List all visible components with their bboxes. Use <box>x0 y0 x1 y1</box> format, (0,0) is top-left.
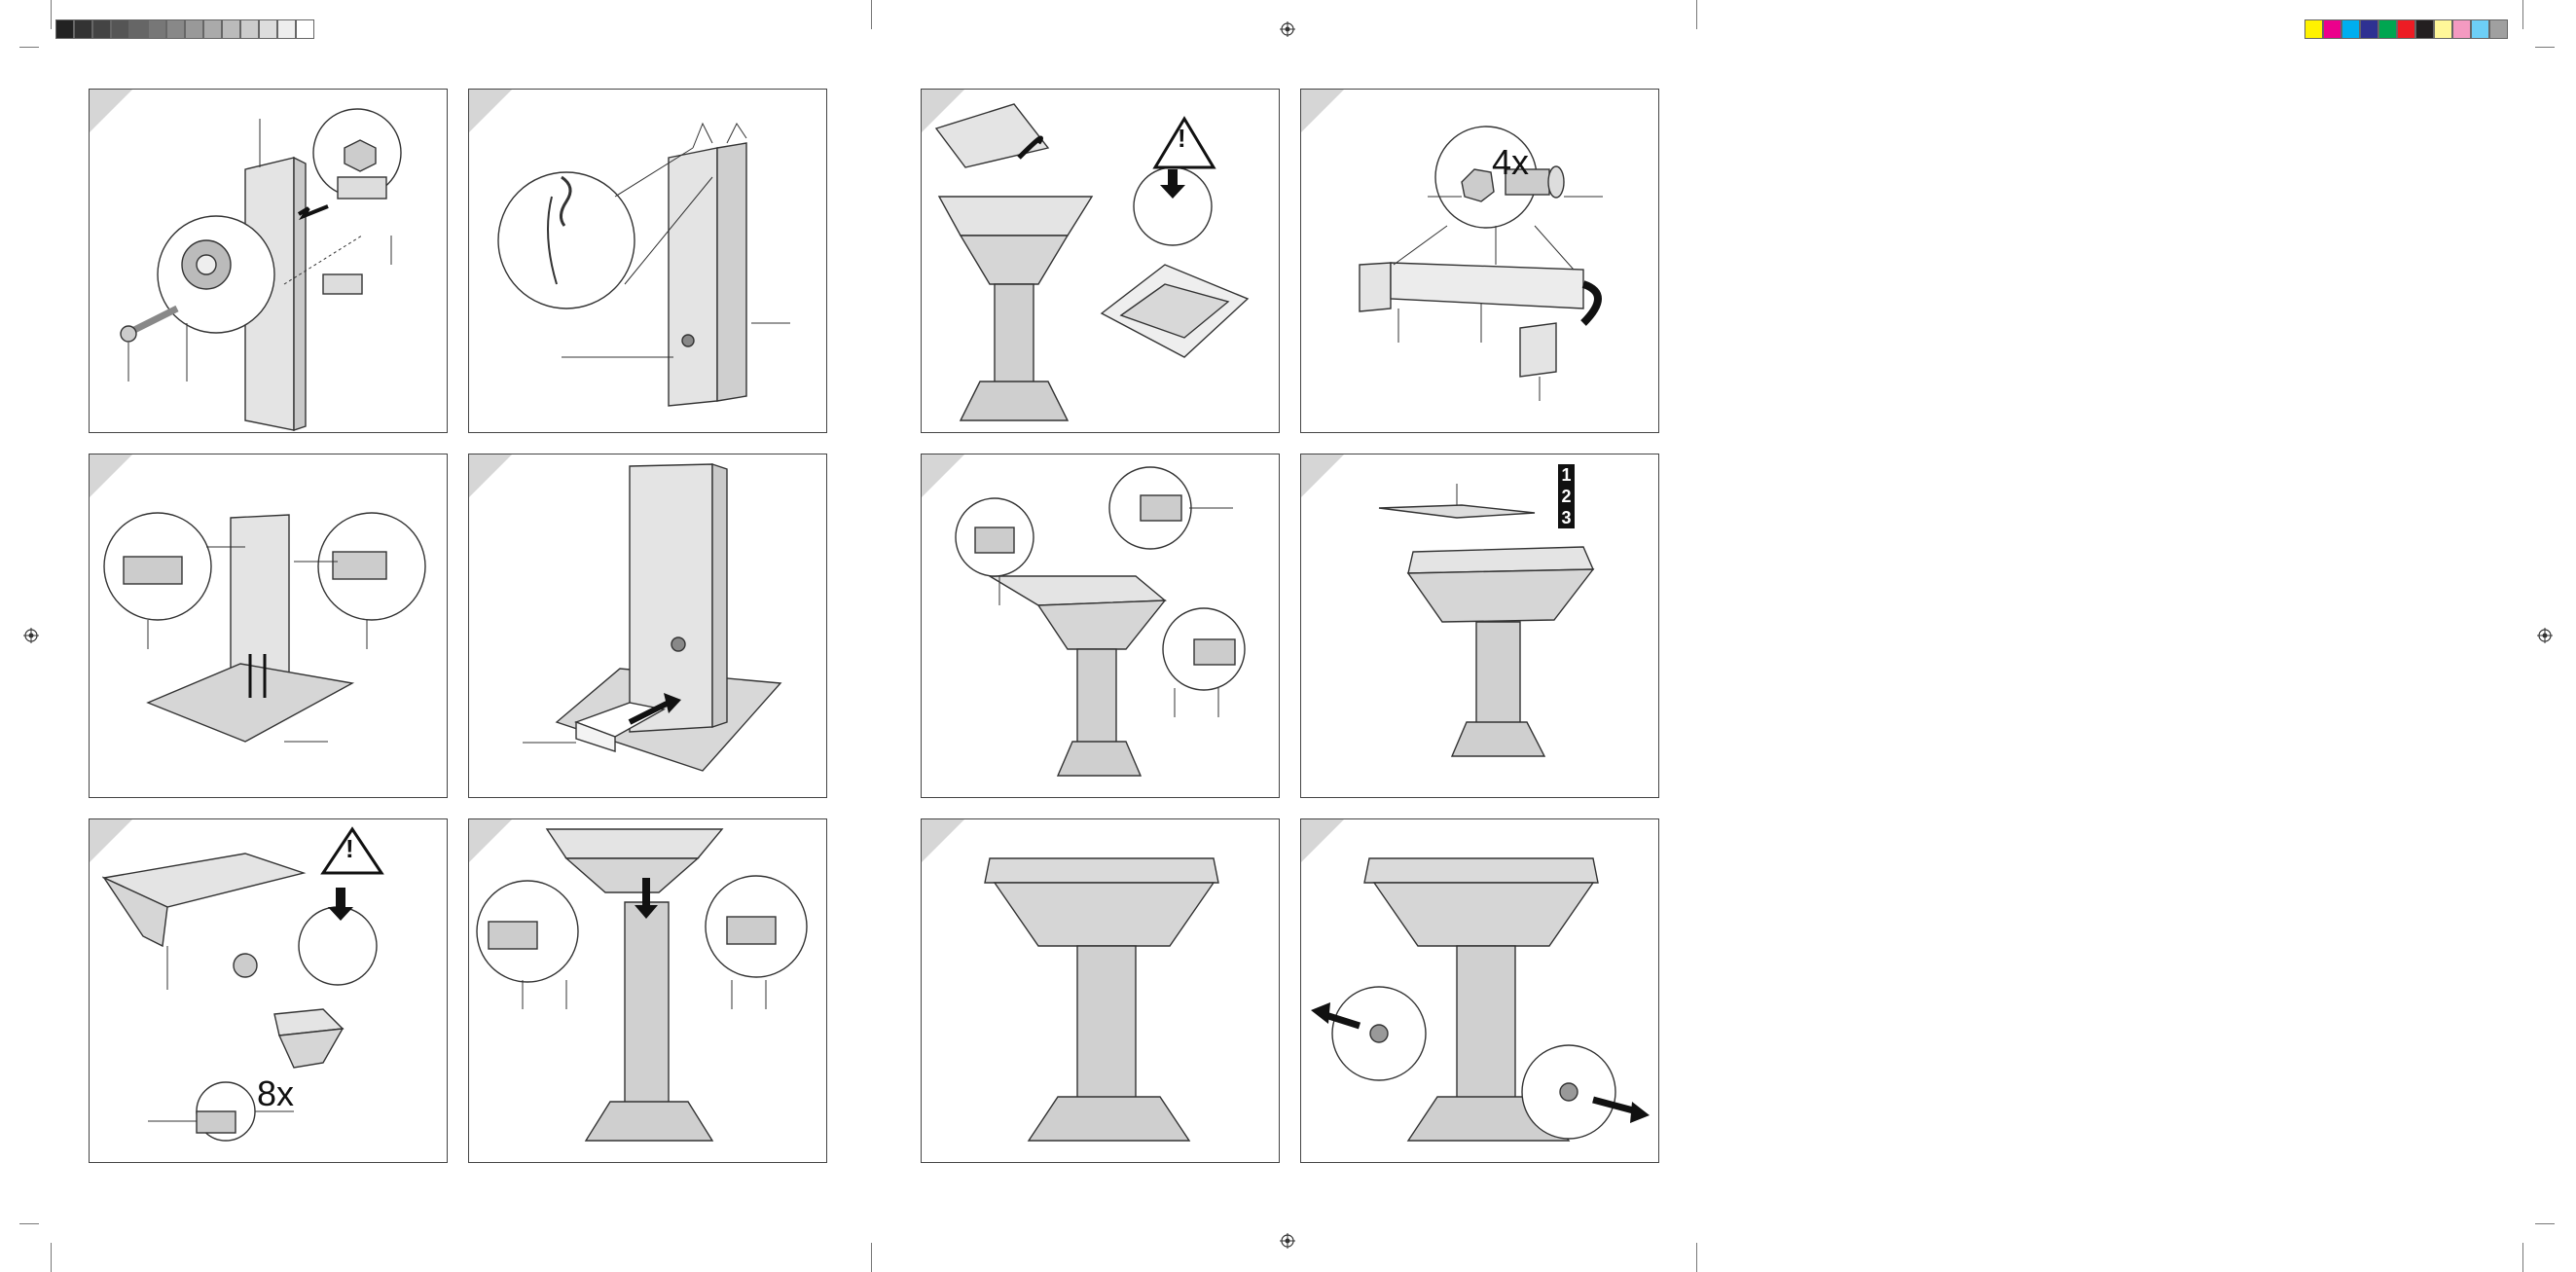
step-panel-leg-screws <box>89 89 448 433</box>
color-swatch <box>2323 19 2341 39</box>
step-corner-tab <box>922 819 964 862</box>
crop-mark <box>2535 47 2555 48</box>
step-panel-bracket-bolts: 4x <box>1300 89 1659 433</box>
step-number: 2 <box>1561 487 1572 506</box>
crop-mark <box>19 47 39 48</box>
quantity-label: 4x <box>1492 142 1530 182</box>
crop-mark <box>51 0 52 29</box>
color-swatch <box>2360 19 2378 39</box>
step-corner-tab <box>922 454 964 497</box>
color-swatch <box>185 19 203 39</box>
step-corner-tab <box>469 90 512 132</box>
color-swatch <box>277 19 296 39</box>
color-swatch <box>2434 19 2452 39</box>
color-swatch <box>296 19 314 39</box>
step-corner-tab <box>1301 454 1344 497</box>
crop-mark <box>1696 0 1697 29</box>
step-number: 3 <box>1561 508 1572 527</box>
step-panel-leg-hook <box>468 89 827 433</box>
color-swatch <box>148 19 166 39</box>
color-swatch <box>129 19 148 39</box>
step-panel-bowl-to-leg <box>468 818 827 1163</box>
color-swatch <box>222 19 240 39</box>
step-panel-bracket-side-bolts <box>921 454 1280 798</box>
color-swatch <box>92 19 111 39</box>
crop-mark <box>2522 0 2523 29</box>
crop-mark <box>2535 1223 2555 1224</box>
step-corner-tab <box>90 819 132 862</box>
warning-exclamation: ! <box>1178 124 1186 153</box>
crop-mark <box>2522 1243 2523 1272</box>
color-swatch <box>2397 19 2415 39</box>
color-swatch <box>259 19 277 39</box>
crop-mark <box>51 1243 52 1272</box>
color-swatch <box>2489 19 2508 39</box>
crop-mark <box>871 0 872 29</box>
registration-mark-icon <box>1280 1233 1295 1249</box>
color-swatch <box>203 19 222 39</box>
crop-mark <box>871 1243 872 1272</box>
color-swatch <box>2415 19 2434 39</box>
crop-mark <box>1696 1243 1697 1272</box>
registration-mark-icon <box>23 628 39 643</box>
step-corner-tab <box>1301 819 1344 862</box>
color-swatch <box>2304 19 2323 39</box>
registration-mark-icon <box>2537 628 2553 643</box>
sequence-steps: 1 2 3 <box>1558 464 1575 528</box>
step-panel-charcoal-tray: ! <box>921 89 1280 433</box>
step-panel-leg-base <box>89 454 448 798</box>
step-panel-ash-drawer <box>468 454 827 798</box>
step-corner-tab <box>469 454 512 497</box>
color-swatch <box>2378 19 2397 39</box>
color-swatch <box>2341 19 2360 39</box>
color-swatch <box>2471 19 2489 39</box>
step-number: 1 <box>1561 465 1572 485</box>
color-swatch <box>240 19 259 39</box>
cmyk-calibration-bar <box>2304 19 2508 39</box>
step-panel-handles <box>1300 818 1659 1163</box>
color-swatch <box>166 19 185 39</box>
color-swatch <box>74 19 92 39</box>
step-panel-bowl-assembly: ! 8x <box>89 818 448 1163</box>
color-swatch <box>2452 19 2471 39</box>
grayscale-calibration-bar <box>55 19 314 39</box>
step-panel-assembled <box>921 818 1280 1163</box>
step-corner-tab <box>469 819 512 862</box>
step-panel-grate: 1 2 3 <box>1300 454 1659 798</box>
crop-mark <box>19 1223 39 1224</box>
color-swatch <box>111 19 129 39</box>
quantity-label: 8x <box>257 1073 295 1113</box>
step-corner-tab <box>1301 90 1344 132</box>
step-corner-tab <box>90 90 132 132</box>
registration-mark-icon <box>1280 21 1295 37</box>
color-swatch <box>55 19 74 39</box>
step-corner-tab <box>90 454 132 497</box>
warning-exclamation: ! <box>345 834 354 863</box>
